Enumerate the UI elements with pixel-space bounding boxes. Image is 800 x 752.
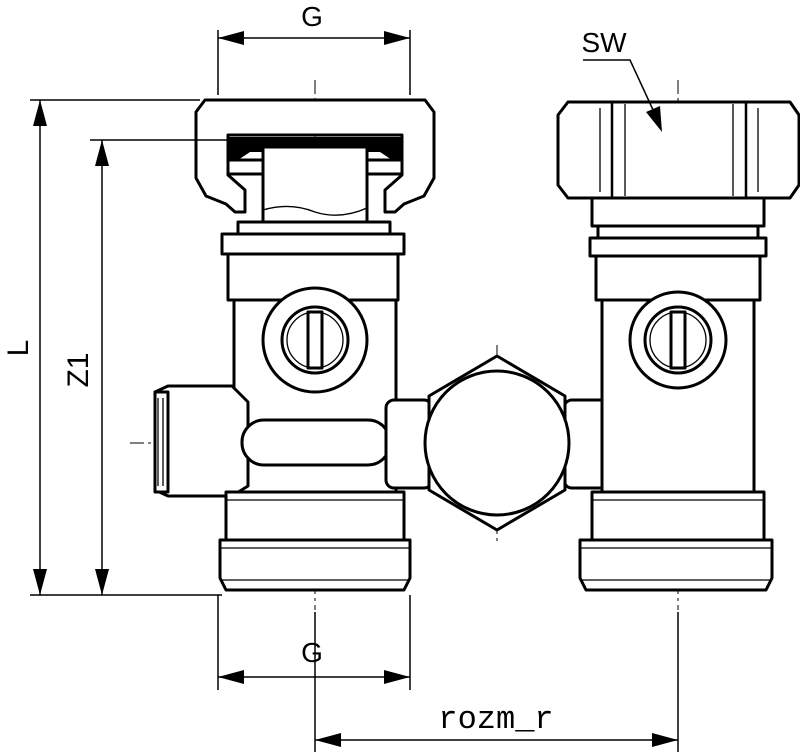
label-g-bottom: G <box>301 637 323 668</box>
right-valve <box>556 100 800 592</box>
label-rozm-r: rozm_r <box>438 701 553 738</box>
label-sw: SW <box>581 27 627 58</box>
left-valve <box>153 98 436 592</box>
label-l: L <box>2 340 35 357</box>
dimension-lines <box>30 30 679 752</box>
label-g-top: G <box>301 1 323 32</box>
center-connector <box>384 354 612 532</box>
label-z1: Z1 <box>62 352 95 387</box>
